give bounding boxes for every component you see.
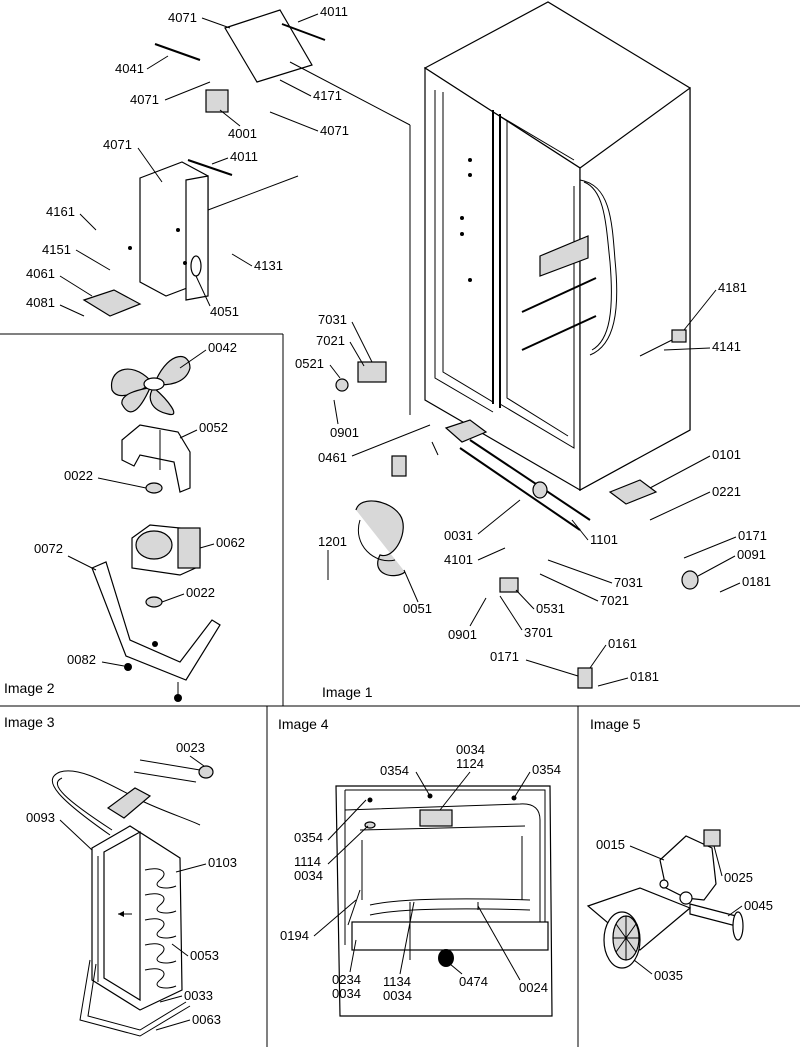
label-0062: 0062 <box>216 535 245 550</box>
fan-bracket-assembly <box>586 829 744 969</box>
label-0181: 0181 <box>742 574 771 589</box>
label-0042: 0042 <box>208 340 237 355</box>
label-0063: 0063 <box>192 1012 221 1027</box>
label-0091: 0091 <box>737 547 766 562</box>
panel-label-image4: Image 4 <box>278 716 329 732</box>
image4-labels: 0034 1124 0354 0354 0354 1114 0034 0194 … <box>280 742 561 1003</box>
label-4011: 4011 <box>230 149 258 164</box>
panel-label-image2: Image 2 <box>4 680 55 696</box>
label-0194: 0194 <box>280 928 309 943</box>
label-0023: 0023 <box>176 740 205 755</box>
label-1114: 1114 <box>294 854 321 869</box>
label-4071: 4071 <box>130 92 159 107</box>
label-4071: 4071 <box>103 137 132 152</box>
label-4131: 4131 <box>254 258 283 273</box>
label-0234: 0234 <box>332 972 361 987</box>
label-0072: 0072 <box>34 541 63 556</box>
coil-fins <box>91 856 177 989</box>
label-0901: 0901 <box>330 425 359 440</box>
label-0531: 0531 <box>536 601 565 616</box>
condenser-fan-motor <box>91 355 221 702</box>
label-1124: 1124 <box>456 756 484 771</box>
label-0221: 0221 <box>712 484 741 499</box>
label-0025: 0025 <box>724 870 753 885</box>
image3-labels: 0023 0093 0103 0053 0033 0063 <box>26 740 237 1031</box>
label-0022: 0022 <box>186 585 215 600</box>
image2-labels: 0042 0052 0022 0062 0072 0022 0082 <box>34 340 245 667</box>
label-7021: 7021 <box>600 593 629 608</box>
label-4171: 4171 <box>313 88 342 103</box>
evaporator-coil <box>51 759 214 1037</box>
label-3701: 3701 <box>524 625 553 640</box>
label-4141: 4141 <box>712 339 741 354</box>
refrigerator-cabinet <box>335 1 699 689</box>
label-0461: 0461 <box>318 450 347 465</box>
label-0521: 0521 <box>295 356 324 371</box>
label-0015: 0015 <box>596 837 625 852</box>
label-0181: 0181 <box>630 669 659 684</box>
label-0101: 0101 <box>712 447 741 462</box>
label-0901: 0901 <box>448 627 477 642</box>
label-0171: 0171 <box>490 649 519 664</box>
label-0354: 0354 <box>294 830 323 845</box>
label-0033: 0033 <box>184 988 213 1003</box>
label-4051: 4051 <box>210 304 239 319</box>
label-1134: 1134 <box>383 974 411 989</box>
label-0354: 0354 <box>380 763 409 778</box>
label-0093: 0093 <box>26 810 55 825</box>
label-1101: 1101 <box>590 532 618 547</box>
label-4081: 4081 <box>26 295 55 310</box>
label-4161: 4161 <box>46 204 75 219</box>
label-0034: 0034 <box>294 868 323 883</box>
label-0022: 0022 <box>64 468 93 483</box>
image1-labels: 4071 4011 4041 4071 4171 4001 4071 4071 … <box>26 4 771 687</box>
label-4071: 4071 <box>168 10 197 25</box>
label-4041: 4041 <box>115 61 144 76</box>
label-0053: 0053 <box>190 948 219 963</box>
panel-label-image3: Image 3 <box>4 714 55 730</box>
label-0103: 0103 <box>208 855 237 870</box>
label-0034: 0034 <box>383 988 412 1003</box>
panel-label-image5: Image 5 <box>590 716 641 732</box>
label-4181: 4181 <box>718 280 747 295</box>
label-4071: 4071 <box>320 123 349 138</box>
label-0034: 0034 <box>332 986 361 1001</box>
label-0474: 0474 <box>459 974 488 989</box>
label-4101: 4101 <box>444 552 473 567</box>
label-0024: 0024 <box>519 980 548 995</box>
label-0045: 0045 <box>744 898 773 913</box>
label-1201: 1201 <box>318 534 347 549</box>
label-0354: 0354 <box>532 762 561 777</box>
label-7031: 7031 <box>318 312 347 327</box>
label-4151: 4151 <box>42 242 71 257</box>
label-0031: 0031 <box>444 528 473 543</box>
label-4001: 4001 <box>228 126 257 141</box>
label-4061: 4061 <box>26 266 55 281</box>
panel-label-image1: Image 1 <box>322 684 373 700</box>
label-0082: 0082 <box>67 652 96 667</box>
image5-labels: 0015 0025 0045 0035 <box>596 837 773 983</box>
label-0051: 0051 <box>403 601 432 616</box>
evaporator-fan-bracket <box>82 9 411 415</box>
label-7031: 7031 <box>614 575 643 590</box>
label-0161: 0161 <box>608 636 637 651</box>
label-0052: 0052 <box>199 420 228 435</box>
label-0035: 0035 <box>654 968 683 983</box>
label-0034: 0034 <box>456 742 485 757</box>
label-7021: 7021 <box>316 333 345 348</box>
panel-borders <box>0 333 800 1047</box>
label-0171: 0171 <box>738 528 767 543</box>
label-4011: 4011 <box>320 4 348 19</box>
